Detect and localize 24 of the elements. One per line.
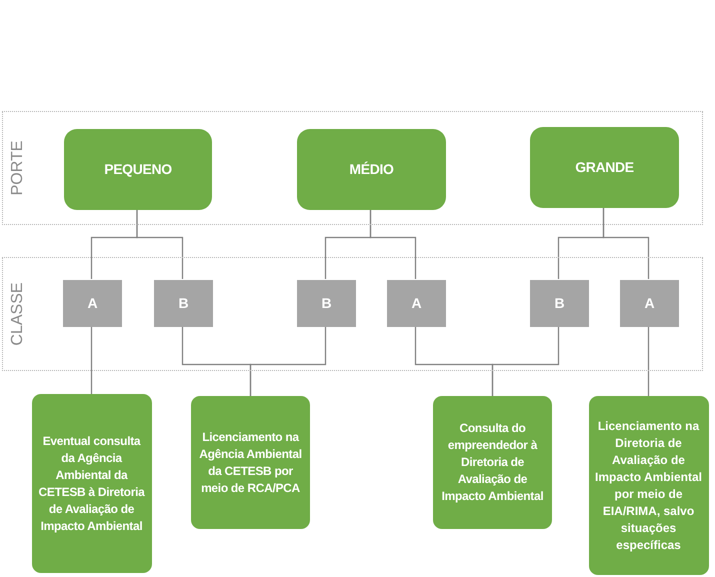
connector-line xyxy=(250,326,326,396)
connector-line xyxy=(602,207,650,279)
outcome-box: Eventual consulta da Agência Ambiental da CETESB à Diretoria de Avaliação de Impacto Ambiental xyxy=(32,394,152,573)
class-box: B xyxy=(154,280,213,327)
outcome-box: Consulta do empreendedor à Diretoria de Avaliação de Impacto Ambiental xyxy=(433,396,552,529)
class-box: A xyxy=(620,280,679,327)
size-category-box: MÉDIO xyxy=(297,129,446,210)
connector-line xyxy=(370,209,416,279)
section-label: PORTE xyxy=(9,140,27,196)
connector-line xyxy=(136,209,184,279)
dotted-section-frame xyxy=(2,111,703,225)
connector-line xyxy=(90,326,92,394)
connector-line xyxy=(492,326,560,396)
class-box: B xyxy=(530,280,589,327)
size-category-box: PEQUENO xyxy=(64,129,212,210)
dotted-section-frame xyxy=(2,257,703,371)
class-box: A xyxy=(387,280,446,327)
class-box: A xyxy=(63,280,122,327)
size-category-box: GRANDE xyxy=(530,127,679,208)
outcome-box: Licenciamento na Agência Ambiental da CETESB por meio de RCA/PCA xyxy=(191,396,310,529)
connector-line xyxy=(648,326,650,396)
outcome-box: Licenciamento na Diretoria de Avaliação de Impacto Ambiental por meio de EIA/RIMA, salvo situações específicas xyxy=(588,396,708,575)
section-label: CLASSE xyxy=(9,282,27,346)
class-box: B xyxy=(297,280,356,327)
